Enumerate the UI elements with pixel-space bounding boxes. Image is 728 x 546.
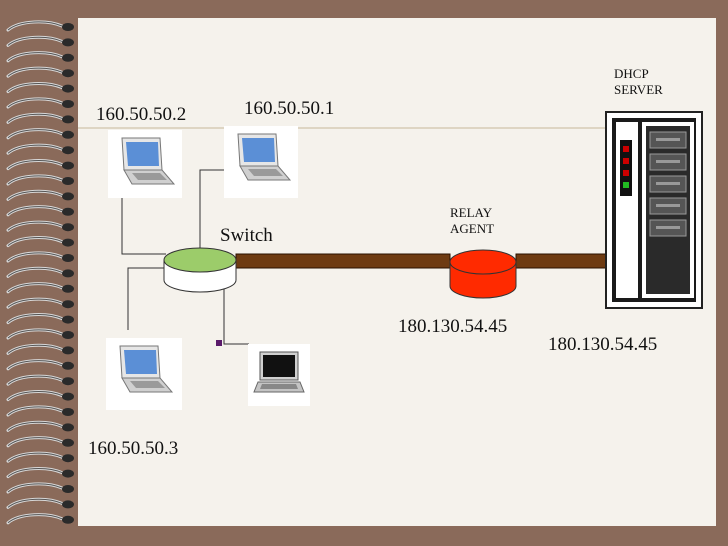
- laptop-1-ip: 160.50.50.2: [96, 104, 187, 125]
- relay-agent-node: [449, 249, 517, 299]
- dhcp-server-label: DHCP SERVER: [614, 66, 663, 98]
- laptop-3: [106, 338, 182, 410]
- server-icon: [605, 111, 703, 309]
- spiral-binding: [6, 20, 74, 525]
- laptop-2-ip: 160.50.50.1: [244, 98, 335, 119]
- switch-node: [163, 247, 237, 293]
- relay-label-line1: RELAY: [450, 205, 493, 220]
- laptop-4: [248, 344, 310, 406]
- relay-agent-ip: 180.130.54.45: [398, 316, 508, 337]
- cable-laptop3-switch: [127, 267, 166, 330]
- laptop-1: [108, 130, 182, 198]
- cable-connector: [216, 340, 222, 346]
- dhcp-server-ip: 180.130.54.45: [548, 334, 658, 355]
- relay-agent-label: RELAY AGENT: [450, 205, 494, 237]
- link-relay-server: [515, 253, 609, 269]
- cable-laptop1-switch: [121, 196, 166, 255]
- laptop-3-ip: 160.50.50.3: [88, 438, 179, 459]
- laptop-2: [224, 126, 298, 198]
- cable-laptop4-switch: [223, 270, 249, 345]
- cables: [121, 169, 249, 345]
- cable-laptop2-switch: [199, 169, 225, 252]
- server-label-line1: DHCP: [614, 66, 649, 81]
- server-label-line2: SERVER: [614, 82, 663, 97]
- switch-label: Switch: [220, 225, 273, 246]
- relay-label-line2: AGENT: [450, 221, 495, 236]
- link-switch-relay: [235, 253, 451, 269]
